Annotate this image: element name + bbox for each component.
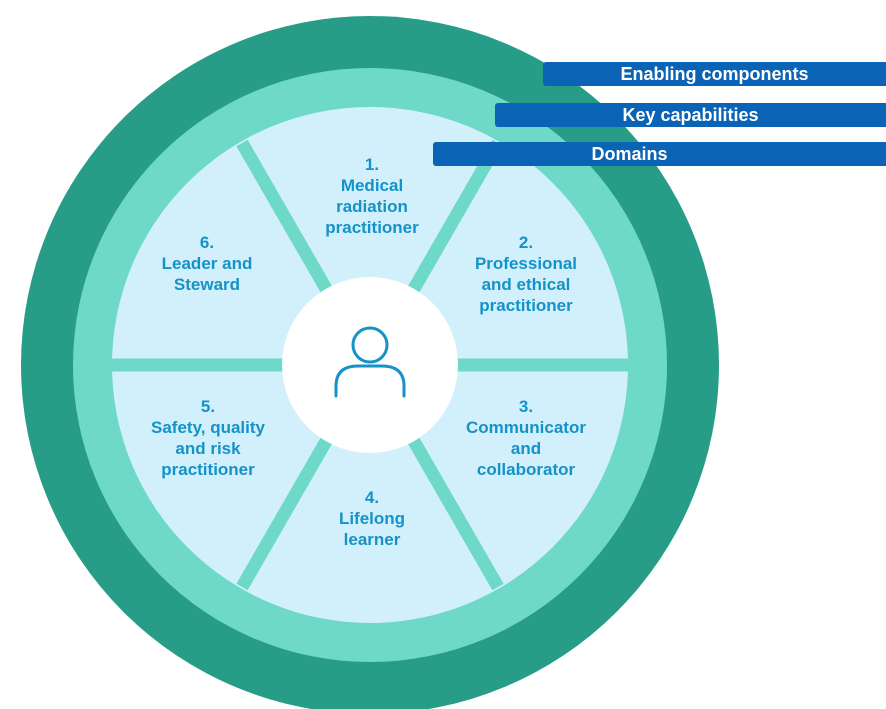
domain-number: 5. — [201, 397, 215, 416]
domain-label-line: and risk — [175, 439, 241, 458]
domain-label-line: Medical — [341, 176, 403, 195]
domain-number: 4. — [365, 488, 379, 507]
domain-label-line: and — [511, 439, 541, 458]
domain-segment-2: 2. Professional and ethical practitioner — [475, 233, 577, 315]
domain-number: 6. — [200, 233, 214, 252]
domain-label-line: practitioner — [325, 218, 419, 237]
domain-label-line: Professional — [475, 254, 577, 273]
domain-label-line: and ethical — [482, 275, 571, 294]
domain-label-line: Steward — [174, 275, 240, 294]
domain-label-line: Safety, quality — [151, 418, 266, 437]
domain-label-line: practitioner — [161, 460, 255, 479]
domain-segment-1: 1. Medical radiation practitioner — [325, 155, 419, 237]
domain-label-line: practitioner — [479, 296, 573, 315]
domain-label-line: Leader and — [162, 254, 253, 273]
domain-label-line: Lifelong — [339, 509, 405, 528]
domain-segment-5: 5. Safety, quality and risk practitioner — [151, 397, 266, 479]
domain-label-line: learner — [344, 530, 401, 549]
domain-number: 2. — [519, 233, 533, 252]
domain-label-line: collaborator — [477, 460, 576, 479]
domain-segment-3: 3. Communicator and collaborator — [466, 397, 586, 479]
legend-domains: Domains — [433, 142, 886, 166]
domain-segment-4: 4. Lifelong learner — [339, 488, 405, 549]
domain-number: 1. — [365, 155, 379, 174]
person-icon — [334, 326, 406, 398]
domain-number: 3. — [519, 397, 533, 416]
legend-enabling-components: Enabling components — [543, 62, 886, 86]
legend-key-capabilities: Key capabilities — [495, 103, 886, 127]
domain-label-line: radiation — [336, 197, 408, 216]
domain-label-line: Communicator — [466, 418, 586, 437]
